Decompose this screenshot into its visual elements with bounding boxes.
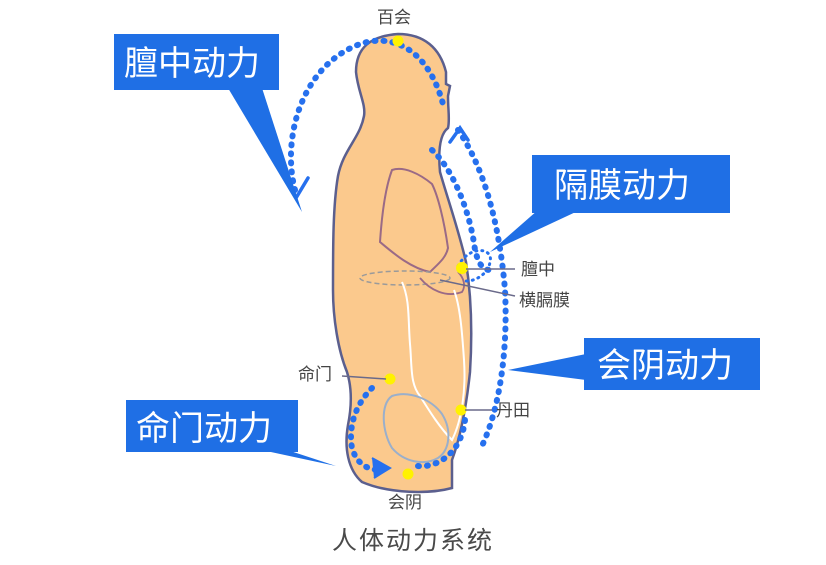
label-dantian: 丹田 [496,401,530,421]
acupoint-huiyin [402,468,414,480]
head-flow-arc [287,37,447,193]
acupoint-baihui [392,35,404,47]
acupoint-dantian [455,404,467,416]
diagram-caption: 人体动力系统 [332,526,494,555]
callout-huiyin-text: 会阴动力 [597,346,733,386]
mingmen-leader [341,375,387,380]
label-baihui: 百会 [377,8,411,28]
diaphragm-curl [456,249,492,283]
intestine-outline [401,281,466,442]
callout-mingmen: 命门动力 [126,400,336,466]
pelvis-outline [382,393,450,464]
lower-front-flow-arc [415,417,468,470]
hengmo-leader [439,279,516,297]
callout-tanzhong: 膻中动力 [114,34,302,212]
label-hengmo: 横膈膜 [519,291,570,311]
lung-outline [378,168,450,274]
label-huiyin: 会阴 [388,493,422,513]
callout-huiyin: 会阴动力 [508,338,760,390]
callout-gemo-text: 隔膜动力 [554,166,690,206]
label-tanzhong: 膻中 [521,259,555,280]
acupoint-tanzhong [456,262,468,274]
back-flow-arc [348,385,383,473]
back-flow-arrowhead [371,457,392,479]
body-silhouette [331,32,473,494]
front-flow-arc [455,127,509,453]
callout-tanzhong-text: 膻中动力 [124,44,260,84]
acupoint-mingmen [384,373,396,385]
callout-mingmen-text: 命门动力 [136,409,272,449]
label-mingmen: 命门 [298,365,332,385]
chest-flow-arc [429,147,493,273]
diaphragm-ring [359,270,451,286]
front-flow-arrowhead [448,124,470,144]
stomach-outline [419,271,465,295]
callout-gemo: 隔膜动力 [490,155,730,252]
